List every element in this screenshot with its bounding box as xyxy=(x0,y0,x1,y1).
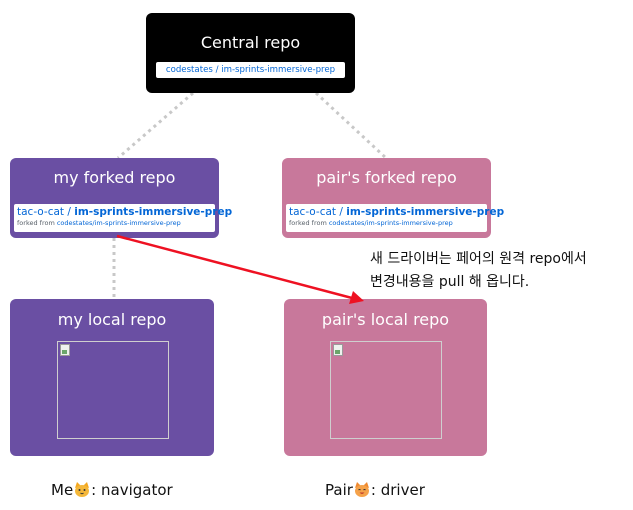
my-forked-repo-box: my forked repo tac-o-cat / im-sprints-im… xyxy=(10,158,233,238)
me-label: Me xyxy=(51,481,74,499)
repo-name[interactable]: im-sprints-immersive-prep xyxy=(346,206,505,218)
pair-forked-repo-link[interactable]: tac-o-cat / im-sprints-immersive-prep xyxy=(289,206,505,218)
annotation-line-2: 변경내용을 pull 해 옵니다. xyxy=(370,274,530,290)
pair-local-repo-title: pair's local repo xyxy=(321,310,450,329)
cat-face-icon xyxy=(75,482,90,497)
broken-image-placeholder xyxy=(330,341,442,439)
smiling-cat-icon xyxy=(354,482,369,497)
my-local-repo-box: my local repo xyxy=(10,299,214,456)
repo-name[interactable]: im-sprints-immersive-prep xyxy=(74,206,233,218)
broken-image-placeholder xyxy=(57,341,169,439)
my-forked-repo-link[interactable]: tac-o-cat / im-sprints-immersive-prep xyxy=(17,206,233,218)
central-repo-box: Central repo codestates / im-sprints-imm… xyxy=(146,13,355,93)
my-local-repo-title: my local repo xyxy=(57,310,167,329)
navigator-caption: Me : navigator xyxy=(51,480,173,500)
pair-forked-repo-box: pair's forked repo tac-o-cat / im-sprint… xyxy=(282,158,505,238)
pull-arrow-head xyxy=(349,291,364,304)
pair-forked-repo-title: pair's forked repo xyxy=(316,168,457,187)
repo-owner[interactable]: tac-o-cat xyxy=(289,206,337,218)
forked-from-link[interactable]: codestates/im-sprints-immersive-prep xyxy=(328,219,453,227)
broken-image-icon xyxy=(333,344,343,356)
pull-annotation: 새 드라이버는 페어의 원격 repo에서 변경내용을 pull 해 옵니다. xyxy=(370,248,628,294)
my-forked-repo-title: my forked repo xyxy=(53,168,176,187)
broken-image-icon xyxy=(60,344,70,356)
connector-central-to-pair-fork xyxy=(314,91,388,160)
forked-from-link[interactable]: codestates/im-sprints-immersive-prep xyxy=(56,219,181,227)
navigator-role: : navigator xyxy=(91,481,173,499)
central-repo-link[interactable]: codestates / im-sprints-immersive-prep xyxy=(156,62,345,78)
forked-from-text: forked from codestates/im-sprints-immers… xyxy=(289,219,484,228)
pair-label: Pair xyxy=(325,481,353,499)
my-forked-repo-badge: tac-o-cat / im-sprints-immersive-prep fo… xyxy=(14,204,233,232)
forked-from-prefix: forked from xyxy=(17,219,57,227)
pull-arrow-shaft xyxy=(116,234,353,300)
connector-central-to-my-fork xyxy=(117,91,194,160)
forked-from-text: forked from codestates/im-sprints-immers… xyxy=(17,219,212,228)
pair-local-repo-box: pair's local repo xyxy=(284,299,487,456)
forked-from-prefix: forked from xyxy=(289,219,329,227)
repo-owner[interactable]: tac-o-cat xyxy=(17,206,65,218)
pair-forked-repo-badge: tac-o-cat / im-sprints-immersive-prep fo… xyxy=(286,204,505,232)
annotation-line-1: 새 드라이버는 페어의 원격 repo에서 xyxy=(370,251,587,267)
central-repo-title: Central repo xyxy=(200,33,301,52)
driver-role: : driver xyxy=(370,481,425,499)
driver-caption: Pair : driver xyxy=(325,480,425,500)
